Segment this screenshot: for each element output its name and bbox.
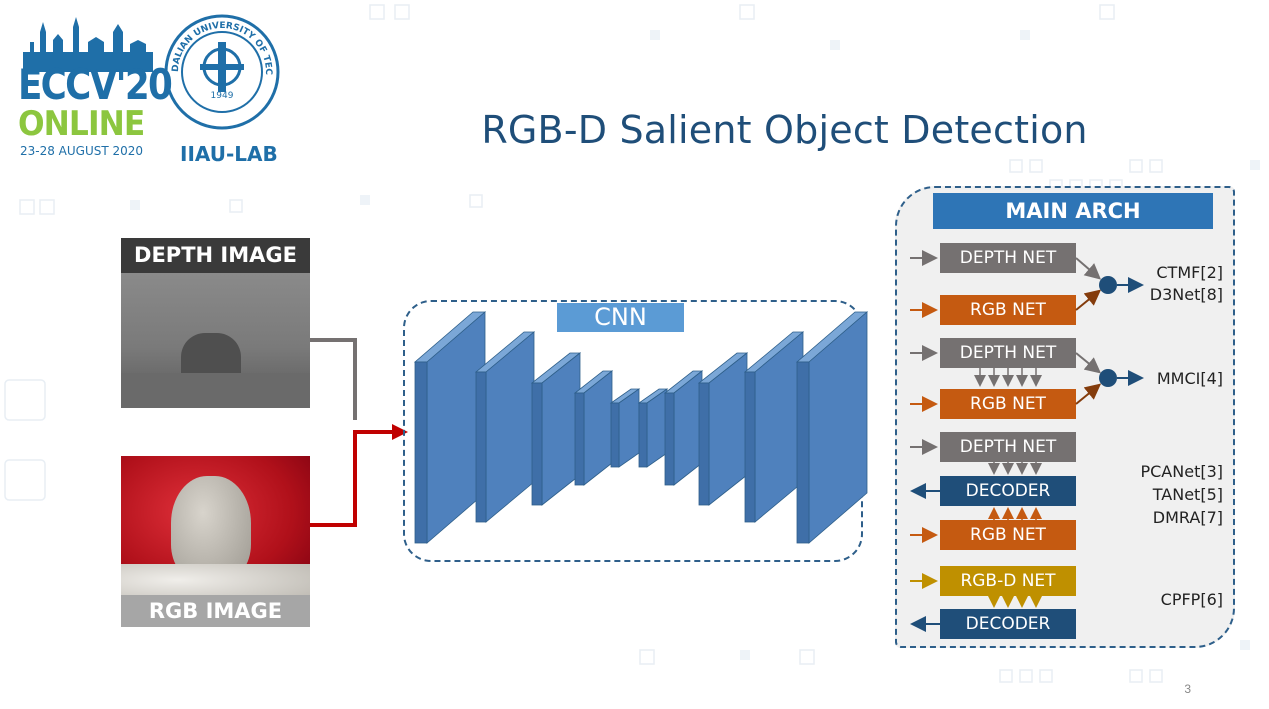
cnn-layer-front-10 <box>796 361 810 544</box>
castle-skyline-icon <box>23 17 153 72</box>
lab-name: IIAU-LAB <box>180 142 278 166</box>
rgbd-net-box: RGB-D NET <box>940 566 1076 596</box>
method-dmra: DMRA[7] <box>1152 508 1223 527</box>
decoder-box-2: DECODER <box>940 609 1076 639</box>
rgb-net-box-3: RGB NET <box>940 520 1076 550</box>
fusion-node-1 <box>1099 276 1117 294</box>
method-pcanet: PCANet[3] <box>1140 462 1223 481</box>
method-mmci: MMCI[4] <box>1156 369 1223 388</box>
eccv-dates: 23-28 AUGUST 2020 <box>20 144 144 158</box>
depth-image-label: DEPTH IMAGE <box>121 238 310 273</box>
cnn-layer-front-7 <box>664 392 675 486</box>
slide-title: RGB-D Salient Object Detection <box>481 108 1088 152</box>
university-seal-icon: DALIAN UNIVERSITY OF TECHNOLOGY 1949 <box>158 5 280 130</box>
rgb-net-box-2: RGB NET <box>940 389 1076 419</box>
eccv-online: ONLINE <box>18 104 145 144</box>
cnn-layer-front-8 <box>698 382 710 506</box>
page-number: 3 <box>1184 682 1191 696</box>
method-ctmf: CTMF[2] <box>1156 263 1223 282</box>
decoder-box-1: DECODER <box>940 476 1076 506</box>
cnn-layer-front-1 <box>414 361 428 544</box>
university-logo: DALIAN UNIVERSITY OF TECHNOLOGY 1949 IIA… <box>158 5 282 166</box>
cnn-layer-front-4 <box>574 392 585 486</box>
depth-image <box>121 273 310 408</box>
method-cpfp: CPFP[6] <box>1160 590 1223 609</box>
depth-net-box-1: DEPTH NET <box>940 243 1076 273</box>
depth-net-box-3: DEPTH NET <box>940 432 1076 462</box>
fusion-node-2 <box>1099 369 1117 387</box>
cnn-layer-front-3 <box>531 382 543 506</box>
cnn-layer-front-5 <box>610 402 620 468</box>
depth-net-box-2: DEPTH NET <box>940 338 1076 368</box>
cnn-label: CNN <box>557 303 684 332</box>
cnn-layer-front-9 <box>744 371 756 523</box>
method-d3net: D3Net[8] <box>1149 285 1223 304</box>
rgb-image <box>121 456 310 595</box>
rgb-image-label: RGB IMAGE <box>121 595 310 627</box>
university-year: 1949 <box>211 91 234 101</box>
main-arch-title: MAIN ARCH <box>933 193 1213 229</box>
method-tanet: TANet[5] <box>1152 485 1223 504</box>
arrow-right-icon <box>392 424 408 440</box>
cnn-layer-front-6 <box>638 402 648 468</box>
eccv-logo: ECCV'20 ONLINE 23-28 AUGUST 2020 <box>18 12 173 162</box>
cnn-layer-front-2 <box>475 371 487 523</box>
rgb-net-box-1: RGB NET <box>940 295 1076 325</box>
